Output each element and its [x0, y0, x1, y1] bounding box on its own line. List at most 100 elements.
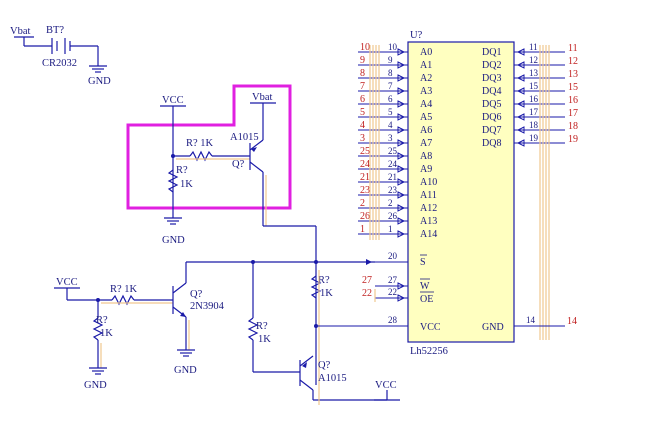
ic-right-pin-ext: 13	[568, 69, 578, 80]
left-rshunt-val: 1K	[100, 328, 113, 339]
ic-pin-oe-num: 22	[388, 287, 397, 297]
ic-pin-w-name: W	[420, 281, 430, 292]
ic-right-pin-name: DQ3	[482, 73, 501, 84]
ic-left-pin-ext: 25	[360, 146, 370, 157]
left-gnd2-label: GND	[174, 365, 197, 376]
ic-left-pin-num: 9	[388, 55, 393, 65]
mid-vcc-label: VCC	[375, 380, 397, 391]
ic-right-pin-num: 16	[529, 94, 539, 104]
ic-right-pin-num: 11	[529, 42, 538, 52]
top-vbat-label: Vbat	[252, 92, 272, 103]
ic-left-pin-name: A14	[420, 229, 437, 240]
ic-part: Lh52256	[410, 346, 448, 357]
top-transistor-circuit: VCC R? 1K R? 1K GND Vbat A1015 Q?	[126, 84, 317, 385]
top-gnd-label: GND	[162, 235, 185, 246]
ic-left-pin-arrow	[397, 217, 406, 225]
ic-left-pin-num: 21	[388, 172, 397, 182]
ic-left-pin-num: 25	[388, 146, 398, 156]
ic-left-pin-ext: 26	[360, 211, 370, 222]
ic-right-pin-arrow	[516, 100, 525, 108]
ic-right-pin-ext: 15	[568, 82, 578, 93]
ic-left-pin-ext: 5	[360, 107, 365, 118]
ic-left-pin-arrow	[397, 100, 406, 108]
ic-left-pin-ext: 6	[360, 94, 365, 105]
ic-left-pin-arrow	[397, 113, 406, 121]
ic-right-pin-num: 17	[529, 107, 539, 117]
ic-right-pin-arrow	[516, 139, 525, 147]
ic-left-pin-name: A9	[420, 164, 432, 175]
left-vcc-label: VCC	[56, 277, 78, 288]
ic-right-pin-num: 15	[529, 81, 539, 91]
ic-left-pin-arrow	[397, 87, 406, 95]
ic-pin-gnd-num: 14	[526, 315, 536, 325]
top-transistor-part: A1015	[230, 132, 259, 143]
ic-left-pin-arrow	[397, 48, 406, 56]
ic-right-pin-ext: 11	[568, 43, 578, 54]
ic-left-pin-ext: 3	[360, 133, 365, 144]
ic-right-pin-arrow	[516, 87, 525, 95]
ic-right-pin-ext: 18	[568, 121, 578, 132]
mid-transistor-part: A1015	[318, 373, 347, 384]
ic-pin-vcc-num: 28	[388, 315, 398, 325]
ic-right-pin-arrow	[516, 48, 525, 56]
ic-left-pin-name: A2	[420, 73, 432, 84]
ic-pin-s-name: S	[420, 257, 426, 268]
ic-left-pin-name: A8	[420, 151, 432, 162]
battery-ref: BT?	[46, 25, 64, 36]
left-transistor-ref: Q?	[190, 289, 203, 300]
ic-right-pin-num: 19	[529, 133, 539, 143]
highlight-box	[126, 84, 292, 210]
middle-transistor-circuit: R? 1K R? 1K VCC Q? A1015	[247, 262, 400, 405]
ic-pin-w-num: 27	[388, 275, 398, 285]
ic-left-pin-num: 7	[388, 81, 393, 91]
ic-pin-vcc-name: VCC	[420, 322, 441, 333]
ic-left-pin-num: 23	[388, 185, 398, 195]
ic-right-pin-arrow	[516, 61, 525, 69]
ic-left-pin-name: A13	[420, 216, 437, 227]
ic-left-pin-ext: 21	[360, 172, 370, 183]
ic-right-pin-name: DQ1	[482, 47, 501, 58]
ic-left-pin-ext: 9	[360, 55, 365, 66]
ic-right-pin-name: DQ5	[482, 99, 501, 110]
mid-r1-ref: R?	[256, 321, 268, 332]
ic-right-pin-num: 13	[529, 68, 539, 78]
ic-left-pin-arrow	[397, 74, 406, 82]
ic-left-pin-num: 2	[388, 198, 393, 208]
ic-left-pin-ext: 7	[360, 81, 365, 92]
ic-left-pin-num: 10	[388, 42, 398, 52]
ic-left-pin-arrow	[397, 152, 406, 160]
ic-right-pin-ext: 17	[568, 108, 578, 119]
ic-left-pin-ext: 4	[360, 120, 365, 131]
ic-pin-oe-name: OE	[420, 294, 433, 305]
left-transistor-circuit: VCC R? 1K R? 1K GND GND Q? 2N3904	[54, 260, 318, 391]
top-rseries-label: R? 1K	[186, 138, 214, 149]
ic-right-pin-name: DQ8	[482, 138, 501, 149]
ic-left-pin-arrow	[397, 204, 406, 212]
ic-left-pin-num: 6	[388, 94, 393, 104]
mid-r2-val: 1K	[320, 288, 333, 299]
mid-r1-val: 1K	[258, 334, 271, 345]
ic-left-pin-num: 8	[388, 68, 393, 78]
ic-left-pin-arrow	[397, 191, 406, 199]
ic-left-pin-num: 4	[388, 120, 393, 130]
ic-left-pin-name: A1	[420, 60, 432, 71]
ic-left-pin-name: A11	[420, 190, 437, 201]
battery-vbat-label: Vbat	[10, 26, 30, 37]
ic-left-pin-name: A3	[420, 86, 432, 97]
ic-left-pin-arrow	[397, 126, 406, 134]
ic-right-pin-arrow	[516, 74, 525, 82]
ic-left-pin-num: 3	[388, 133, 393, 143]
ic-right-pin-ext: 19	[568, 134, 578, 145]
ic-right-pin-ext: 12	[568, 56, 578, 67]
ic-right-pin-name: DQ4	[482, 86, 501, 97]
ic-left-pin-ext: 8	[360, 68, 365, 79]
mid-transistor-ref: Q?	[318, 360, 331, 371]
top-rshunt-ref: R?	[176, 165, 188, 176]
ic-left-pin-arrow	[397, 230, 406, 238]
battery-section: Vbat BT? CR2032 GND	[10, 25, 111, 87]
ic-left-pin-ext: 10	[360, 42, 370, 53]
battery-gnd-label: GND	[88, 76, 111, 87]
